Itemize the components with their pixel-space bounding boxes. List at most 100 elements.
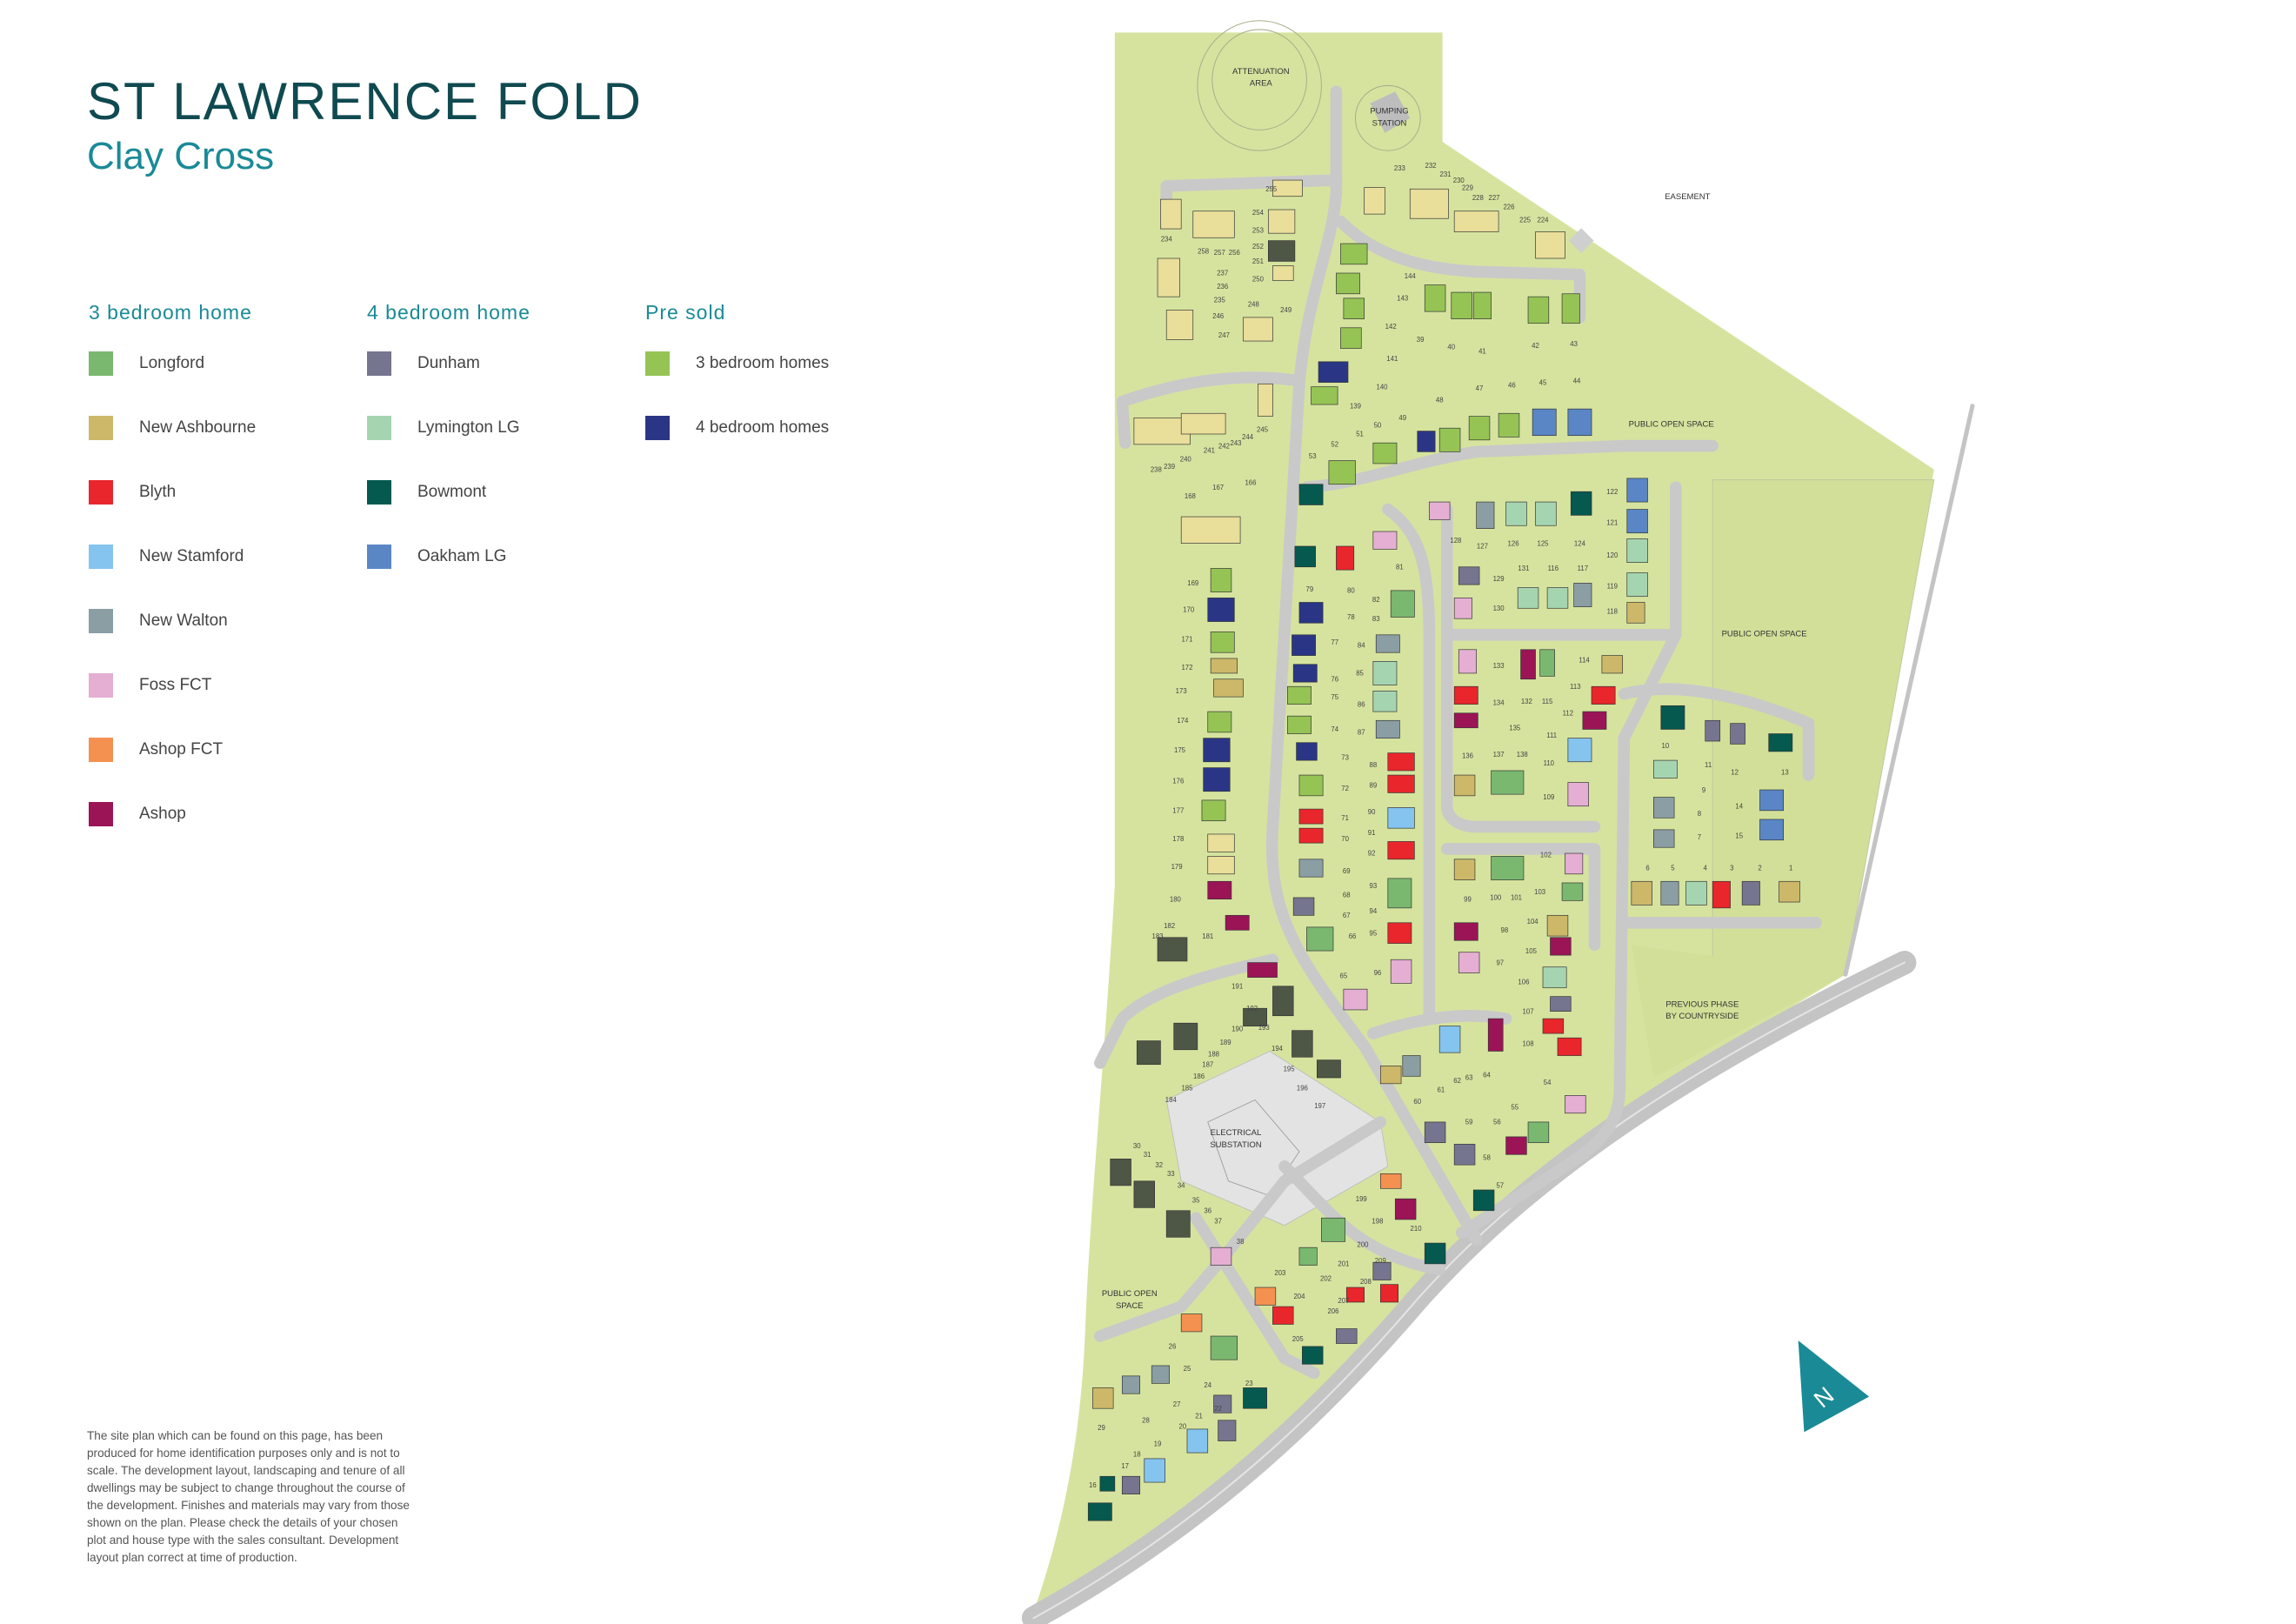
house-plot[interactable] xyxy=(1402,1055,1421,1077)
house-plot[interactable] xyxy=(1272,265,1294,281)
house-plot[interactable] xyxy=(1453,922,1478,941)
house-plot[interactable] xyxy=(1292,634,1316,656)
house-plot[interactable] xyxy=(1372,531,1398,550)
house-plot[interactable] xyxy=(1535,501,1557,526)
house-plot[interactable] xyxy=(1247,962,1278,978)
house-plot[interactable] xyxy=(1498,412,1520,438)
house-plot[interactable] xyxy=(1157,257,1180,297)
house-plot[interactable] xyxy=(1390,590,1415,618)
house-plot[interactable] xyxy=(1210,1335,1238,1360)
house-plot[interactable] xyxy=(1292,664,1318,683)
house-plot[interactable] xyxy=(1550,937,1572,956)
house-plot[interactable] xyxy=(1210,568,1232,592)
house-plot[interactable] xyxy=(1292,1030,1313,1058)
house-plot[interactable] xyxy=(1660,880,1679,906)
house-plot[interactable] xyxy=(1567,782,1589,807)
house-plot[interactable] xyxy=(1173,1022,1198,1051)
house-plot[interactable] xyxy=(1535,231,1565,259)
house-plot[interactable] xyxy=(1546,587,1569,609)
house-plot[interactable] xyxy=(1272,1306,1294,1325)
house-plot[interactable] xyxy=(1372,690,1398,712)
house-plot[interactable] xyxy=(1517,587,1539,609)
house-plot[interactable] xyxy=(1712,880,1731,909)
house-plot[interactable] xyxy=(1210,632,1235,653)
house-plot[interactable] xyxy=(1157,937,1188,962)
house-plot[interactable] xyxy=(1375,634,1400,653)
house-plot[interactable] xyxy=(1379,1284,1399,1303)
house-plot[interactable] xyxy=(1453,211,1499,232)
house-plot[interactable] xyxy=(1110,1159,1131,1186)
house-plot[interactable] xyxy=(1272,179,1303,197)
house-plot[interactable] xyxy=(1387,807,1415,829)
house-plot[interactable] xyxy=(1321,1217,1345,1242)
house-plot[interactable] xyxy=(1539,649,1555,677)
house-plot[interactable] xyxy=(1207,833,1235,852)
house-plot[interactable] xyxy=(1387,841,1415,860)
house-plot[interactable] xyxy=(1203,738,1231,763)
house-plot[interactable] xyxy=(1318,361,1349,383)
house-plot[interactable] xyxy=(1438,1026,1461,1053)
house-plot[interactable] xyxy=(1298,808,1324,825)
house-plot[interactable] xyxy=(1099,1475,1116,1492)
house-plot[interactable] xyxy=(1133,417,1191,445)
house-plot[interactable] xyxy=(1567,738,1592,763)
house-plot[interactable] xyxy=(1180,1313,1203,1333)
house-plot[interactable] xyxy=(1550,996,1572,1012)
house-plot[interactable] xyxy=(1424,1121,1446,1144)
house-plot[interactable] xyxy=(1151,1365,1170,1384)
house-plot[interactable] xyxy=(1458,649,1477,674)
house-plot[interactable] xyxy=(1192,211,1235,238)
house-plot[interactable] xyxy=(1306,926,1334,952)
house-plot[interactable] xyxy=(1298,1246,1318,1266)
house-plot[interactable] xyxy=(1409,188,1449,219)
house-plot[interactable] xyxy=(1453,859,1476,880)
house-plot[interactable] xyxy=(1759,789,1785,812)
house-plot[interactable] xyxy=(1685,880,1707,906)
house-plot[interactable] xyxy=(1468,416,1491,441)
house-plot[interactable] xyxy=(1458,952,1480,973)
house-plot[interactable] xyxy=(1561,293,1580,324)
house-plot[interactable] xyxy=(1573,583,1592,607)
house-plot[interactable] xyxy=(1372,1261,1392,1280)
house-plot[interactable] xyxy=(1298,774,1324,797)
house-plot[interactable] xyxy=(1428,501,1451,520)
house-plot[interactable] xyxy=(1387,752,1415,772)
house-plot[interactable] xyxy=(1453,774,1476,797)
house-plot[interactable] xyxy=(1626,572,1648,598)
house-plot[interactable] xyxy=(1561,882,1584,901)
house-plot[interactable] xyxy=(1730,723,1745,745)
house-plot[interactable] xyxy=(1292,897,1315,916)
house-plot[interactable] xyxy=(1287,685,1312,705)
house-plot[interactable] xyxy=(1210,1246,1232,1266)
house-plot[interactable] xyxy=(1453,1144,1476,1166)
house-plot[interactable] xyxy=(1660,705,1685,730)
house-plot[interactable] xyxy=(1165,1210,1191,1238)
house-plot[interactable] xyxy=(1570,491,1592,516)
house-plot[interactable] xyxy=(1527,1121,1550,1144)
house-plot[interactable] xyxy=(1779,880,1800,903)
house-plot[interactable] xyxy=(1652,797,1675,819)
house-plot[interactable] xyxy=(1296,742,1318,761)
house-plot[interactable] xyxy=(1210,658,1238,674)
house-plot[interactable] xyxy=(1343,988,1368,1011)
house-plot[interactable] xyxy=(1207,880,1232,899)
house-plot[interactable] xyxy=(1476,501,1495,529)
house-plot[interactable] xyxy=(1394,1198,1417,1220)
house-plot[interactable] xyxy=(1287,715,1312,734)
house-plot[interactable] xyxy=(1379,1173,1402,1189)
house-plot[interactable] xyxy=(1336,1328,1358,1344)
house-plot[interactable] xyxy=(1213,678,1244,698)
house-plot[interactable] xyxy=(1652,829,1675,848)
house-plot[interactable] xyxy=(1180,412,1226,435)
house-plot[interactable] xyxy=(1491,770,1525,795)
house-plot[interactable] xyxy=(1565,852,1584,875)
house-plot[interactable] xyxy=(1542,1018,1565,1034)
house-plot[interactable] xyxy=(1631,880,1652,906)
house-plot[interactable] xyxy=(1294,545,1316,568)
house-plot[interactable] xyxy=(1542,966,1567,988)
house-plot[interactable] xyxy=(1424,284,1446,312)
house-plot[interactable] xyxy=(1343,297,1365,319)
house-plot[interactable] xyxy=(1336,545,1355,571)
house-plot[interactable] xyxy=(1458,566,1480,585)
house-plot[interactable] xyxy=(1741,880,1760,906)
